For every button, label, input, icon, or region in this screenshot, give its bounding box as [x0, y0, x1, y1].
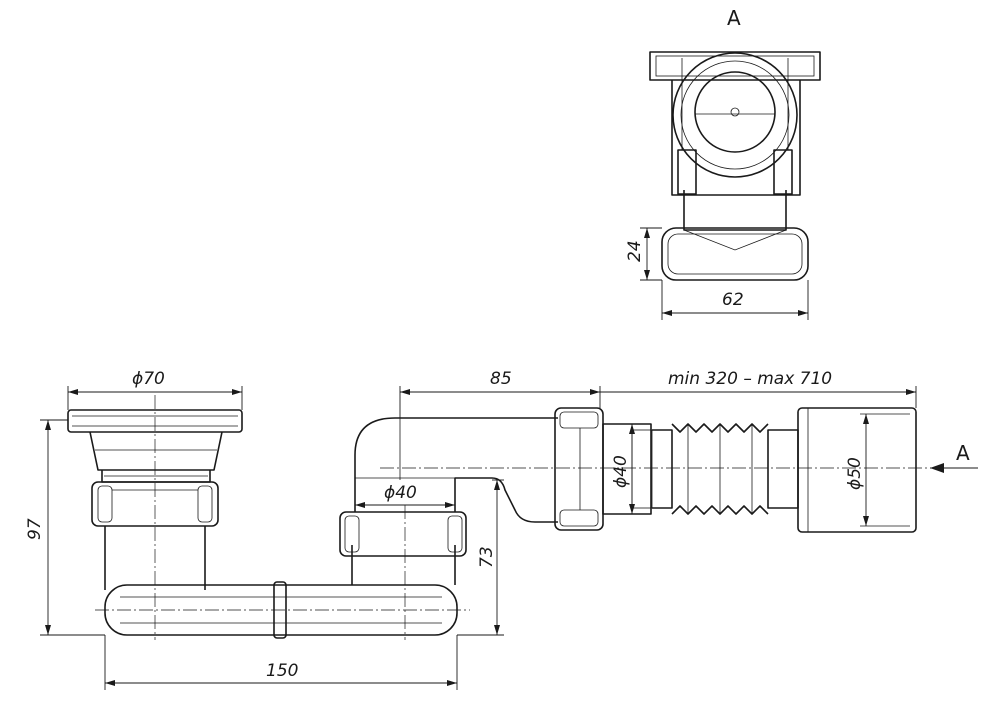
dimension-diameter-40-inlet-label: ϕ40	[384, 483, 417, 503]
view-a-body	[671, 80, 801, 196]
dimension-62: 62	[661, 280, 809, 320]
view-a-arrow: A	[930, 441, 978, 473]
view-a-title: A	[727, 6, 741, 30]
dimension-150: 150	[104, 635, 458, 690]
dimension-97-label: 97	[25, 518, 45, 540]
drain-nut	[91, 481, 219, 527]
dimension-telescopic: min 320 – max 710	[600, 369, 917, 408]
dimension-telescopic-label: min 320 – max 710	[668, 369, 832, 389]
dimension-diameter-70-label: ϕ70	[132, 369, 165, 389]
trap-coupling	[273, 581, 287, 639]
dimension-diameter-40-inlet: ϕ40	[355, 483, 455, 508]
side-view: A ϕ70 85 min 320 – max 710	[25, 369, 978, 690]
dimension-85: 85	[399, 369, 601, 418]
view-a-left-clip	[677, 149, 697, 195]
view-a-housing	[672, 52, 798, 178]
trap-pipe	[104, 581, 458, 639]
dimension-97: 97	[25, 419, 105, 636]
dimension-24: 24	[625, 227, 662, 281]
view-a-right-clip	[773, 149, 793, 195]
dimension-diameter-40-outlet: ϕ40	[611, 424, 635, 514]
view-a-drain-hole	[694, 71, 776, 153]
dimension-24-label: 24	[625, 240, 645, 262]
view-a: A 24	[625, 6, 821, 320]
dimension-diameter-50: ϕ50	[845, 414, 869, 526]
dimension-150-label: 150	[266, 661, 298, 681]
view-a-trap	[661, 227, 809, 281]
dimension-diameter-50-label: ϕ50	[845, 457, 865, 490]
outlet-socket	[797, 407, 917, 533]
dimension-85-label: 85	[490, 369, 512, 389]
dimension-73-label: 73	[477, 546, 497, 568]
view-a-neck	[683, 190, 787, 231]
dimension-62-label: 62	[722, 290, 744, 310]
dimension-diameter-40-outlet-label: ϕ40	[611, 455, 631, 488]
dimension-73: 73	[457, 479, 504, 636]
outlet-elbow	[354, 417, 558, 523]
view-a-arrow-label: A	[956, 441, 970, 465]
riser-nut	[339, 511, 467, 557]
corrugated-hose	[602, 423, 799, 515]
dimension-diameter-70: ϕ70	[67, 369, 243, 410]
outlet-nut	[554, 407, 604, 531]
view-a-flange	[649, 51, 821, 81]
